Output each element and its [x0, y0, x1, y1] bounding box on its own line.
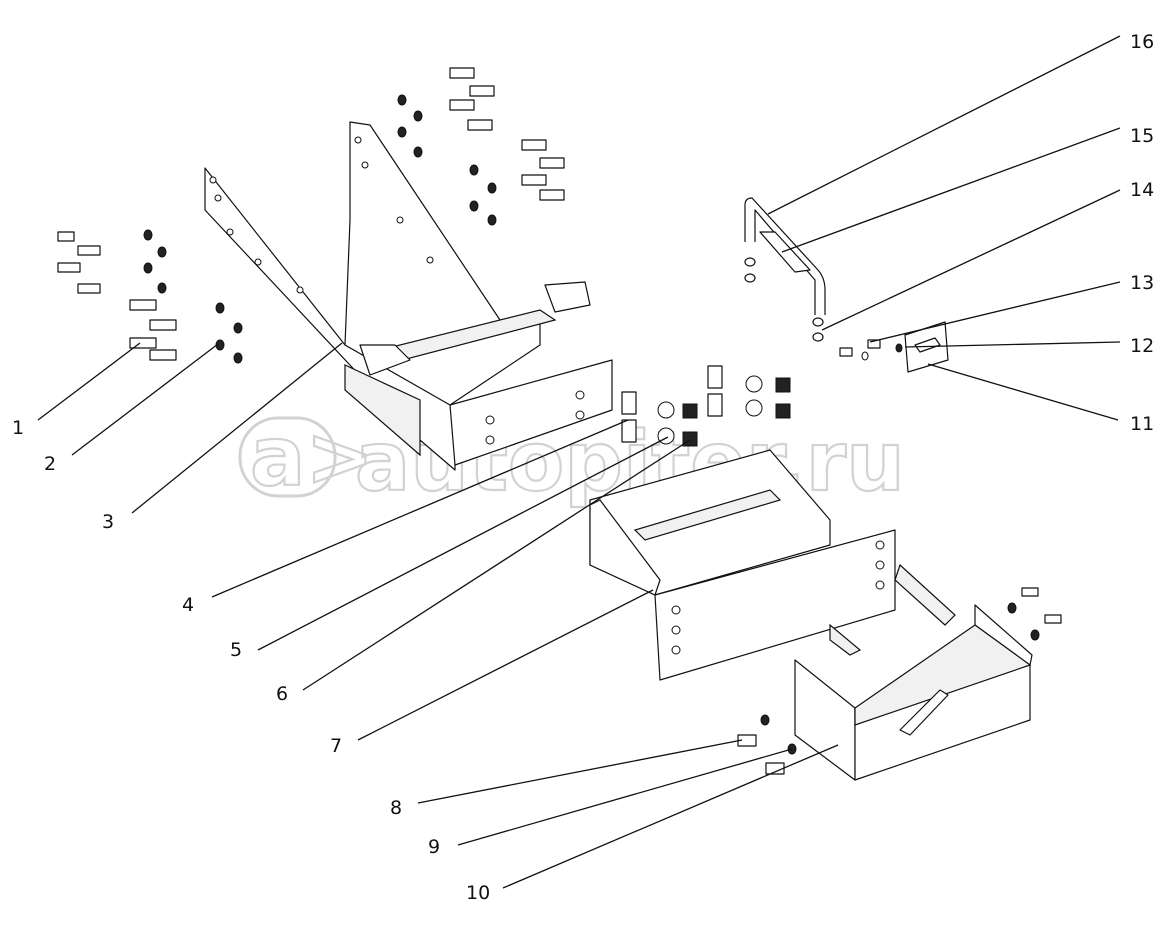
bolt-icon — [449, 67, 475, 79]
callout-6: 6 — [276, 683, 288, 705]
bolt-icon — [57, 262, 81, 273]
tray-left-wall — [794, 659, 856, 781]
washer-icon — [1007, 602, 1017, 614]
callout-5: 5 — [230, 639, 242, 661]
bolt-icon — [707, 365, 723, 389]
washer-icon — [861, 351, 869, 361]
clamp-plate-slot — [914, 337, 941, 353]
bolt-icon — [539, 157, 565, 169]
callout-15: 15 — [1130, 125, 1154, 147]
box-runner-left — [829, 623, 862, 656]
callout-labels: 1 2 3 4 5 6 7 8 9 10 11 12 13 14 15 16 — [12, 31, 1154, 904]
watermark-logo-frame — [238, 416, 337, 498]
callout-4: 4 — [182, 594, 194, 616]
left-bolt-group — [57, 229, 243, 364]
nut-icon — [760, 714, 770, 726]
callout-16: 16 — [1130, 31, 1154, 53]
frame-rail-assembly — [204, 121, 613, 471]
callout-13: 13 — [1130, 272, 1154, 294]
callout-9: 9 — [428, 836, 440, 858]
callout-7: 7 — [330, 735, 342, 757]
washer-icon — [157, 282, 167, 294]
washer-icon — [215, 302, 225, 314]
washer-icon — [745, 375, 763, 393]
box-front-plate — [654, 529, 896, 681]
washer-icon — [657, 401, 675, 419]
washer-icon — [1030, 629, 1040, 641]
tray-hold-down — [899, 689, 949, 736]
nut-icon — [775, 403, 791, 419]
nut-icon — [744, 273, 756, 283]
washer-icon — [143, 262, 153, 274]
callout-2: 2 — [44, 453, 56, 475]
bolt-icon — [77, 283, 101, 294]
bolt-icon — [521, 139, 547, 151]
washer-icon — [397, 126, 407, 138]
bolt-icon — [621, 391, 637, 415]
washer-icon — [143, 229, 153, 241]
bolt-icon — [1044, 614, 1062, 624]
washer-icon — [487, 182, 497, 194]
callout-8: 8 — [390, 797, 402, 819]
washer-icon — [233, 352, 243, 364]
lower-box-frame — [589, 449, 956, 681]
callout-12: 12 — [1130, 335, 1154, 357]
callout-3: 3 — [102, 511, 114, 533]
bolt-icon — [539, 189, 565, 201]
leader-lines — [37, 35, 1121, 889]
bolt-icon — [621, 419, 637, 443]
clamp-bar — [759, 231, 811, 273]
bracket-left — [359, 344, 411, 376]
bolt-icon — [149, 319, 177, 331]
bolt-icon — [77, 245, 101, 256]
washer-icon — [895, 343, 903, 353]
nut-icon — [812, 332, 824, 342]
washer-icon — [487, 214, 497, 226]
box-inner-beam — [633, 489, 782, 541]
callout-14: 14 — [1130, 179, 1154, 201]
box-runner-right — [894, 563, 956, 626]
bracket-right — [544, 281, 591, 313]
callout-11: 11 — [1130, 413, 1154, 435]
bolt-icon — [467, 119, 493, 131]
washer-icon — [413, 110, 423, 122]
tray-floor — [854, 624, 1032, 726]
callout-10: 10 — [466, 882, 490, 904]
watermark-logo: a> — [250, 410, 374, 505]
washer-icon — [469, 200, 479, 212]
nut-icon — [744, 257, 756, 267]
nut-icon — [775, 377, 791, 393]
bolt-icon — [449, 99, 475, 111]
bolt-icon — [1021, 587, 1039, 597]
bolt-icon — [867, 339, 881, 349]
bolt-icon — [469, 85, 495, 97]
bolt-icon — [129, 299, 157, 311]
washer-icon — [745, 399, 763, 417]
box-left-plate — [589, 499, 661, 596]
rail-holes — [209, 136, 585, 445]
top-bolt-group — [397, 67, 565, 226]
bolt-icon — [57, 231, 75, 242]
washer-icon — [413, 146, 423, 158]
washer-icon — [157, 246, 167, 258]
bolt-icon — [521, 174, 547, 186]
washer-icon — [397, 94, 407, 106]
nut-icon — [812, 317, 824, 327]
washer-icon — [469, 164, 479, 176]
bolt-icon — [839, 347, 853, 357]
nut-icon — [682, 403, 698, 419]
callout-1: 1 — [12, 417, 24, 439]
bolt-icon — [149, 349, 177, 361]
bolt-icon — [707, 393, 723, 417]
bolt-icon — [129, 337, 157, 349]
rail-lower-flange — [344, 364, 421, 457]
center-fastener-group — [621, 365, 791, 447]
washer-icon — [233, 322, 243, 334]
battery-tray — [737, 587, 1062, 781]
